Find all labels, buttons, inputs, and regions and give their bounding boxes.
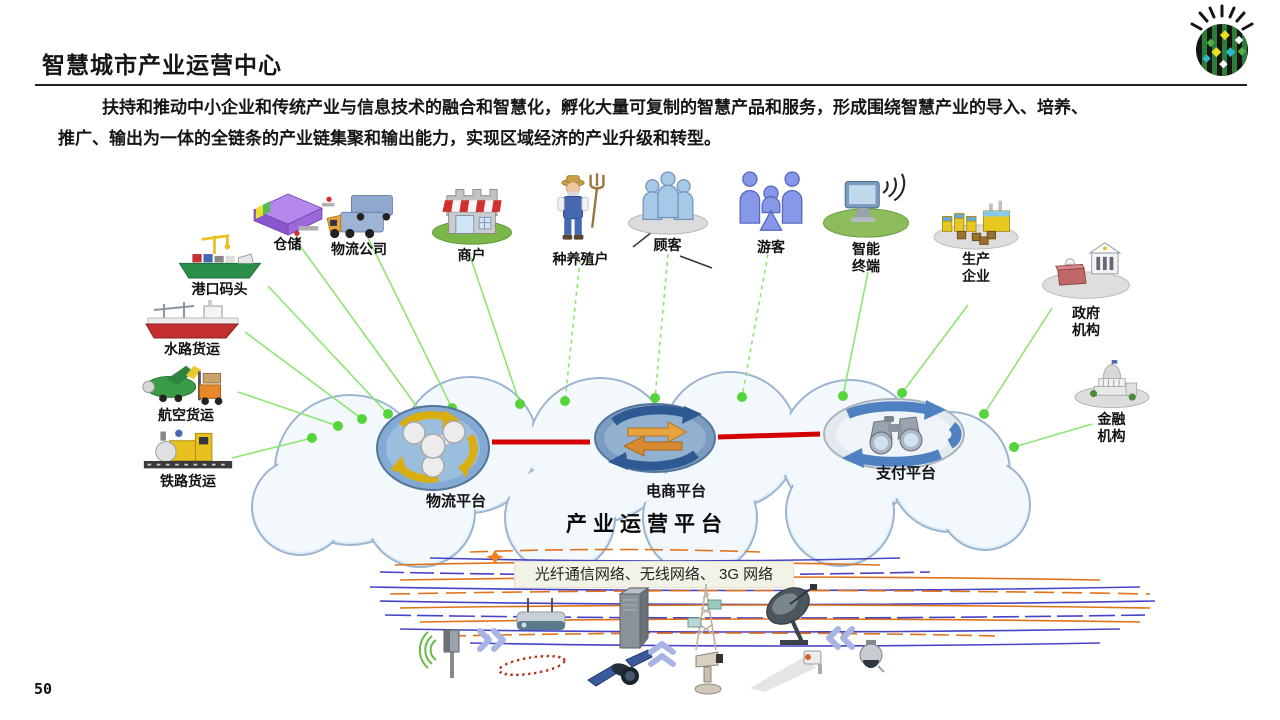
page-number: 50 — [34, 680, 53, 698]
entity-label: 游客 — [757, 239, 785, 255]
satellite-icon — [587, 649, 653, 687]
payment-platform-label: 支付平台 — [875, 465, 936, 482]
bank-icon — [1074, 360, 1149, 409]
shop-icon — [431, 189, 512, 245]
sensor-post-icon — [418, 629, 460, 678]
link-farmer — [564, 259, 581, 402]
platform-links-red — [492, 431, 821, 445]
cloud-platform-label: 产业运营平台 — [566, 513, 728, 536]
customers-icon — [627, 171, 708, 235]
entity-warehouse: 仓储 — [240, 185, 335, 253]
chevrons-left-icon — [826, 626, 855, 650]
entity-label: 物流公司 — [331, 241, 387, 257]
trucks-icon — [326, 195, 393, 239]
server-icon — [618, 587, 650, 650]
entity-financial: 金融 机构 — [1064, 356, 1159, 445]
entity-label: 港口码头 — [191, 281, 248, 297]
link-government — [983, 307, 1053, 415]
entity-customer: 顾客 — [620, 166, 715, 254]
cell-tower-icon — [687, 584, 722, 651]
link-manufacturer — [901, 304, 969, 394]
entity-label: 铁路货运 — [160, 473, 216, 489]
intro-paragraph: 扶持和推动中小企业和传统产业与信息技术的融合和智慧化，孵化大量可复制的智慧产品和… — [58, 92, 1208, 154]
entity-label: 水路货运 — [164, 341, 220, 357]
entity-smart-terminal: 智能 终端 — [816, 172, 916, 275]
freight-train-icon — [143, 429, 233, 469]
smart-terminal-icon — [823, 173, 909, 238]
link-air — [237, 391, 339, 427]
link-tourist — [741, 253, 769, 398]
entity-logistics-company: 物流公司 — [320, 192, 398, 258]
chevrons-right-icon — [477, 628, 506, 652]
link-terminal — [842, 271, 869, 397]
entity-label: 航空货运 — [158, 407, 214, 423]
entity-label: 生产 企业 — [962, 251, 990, 284]
entity-farmer: 种养殖户 — [538, 170, 623, 268]
ecommerce-platform-icon — [594, 403, 716, 473]
link-logistics — [367, 237, 453, 409]
cargo-plane-icon — [142, 365, 223, 406]
entity-rail-freight: 铁路货运 — [142, 426, 234, 490]
entity-label: 智能 终端 — [852, 241, 880, 274]
page-title: 智慧城市产业运营中心 — [42, 52, 282, 78]
customer-leader-lines — [632, 231, 713, 269]
network-label: 光纤通信网络、无线网络、 3G 网络 — [514, 561, 794, 588]
payment-platform-icon — [823, 398, 965, 470]
entity-air-freight: 航空货运 — [138, 360, 234, 424]
link-customer — [654, 253, 669, 399]
satellite-dish-icon — [766, 584, 817, 645]
title-rule — [35, 84, 1247, 86]
ecommerce-platform-label: 电商平台 — [645, 483, 706, 500]
entity-merchant: 商户 — [424, 176, 519, 264]
entity-government: 政府 机构 — [1036, 238, 1136, 339]
dome-camera-icon — [859, 640, 885, 673]
factory-icon — [933, 200, 1019, 250]
chevrons-up-icon — [648, 641, 676, 667]
link-rail — [231, 437, 313, 459]
entity-label: 种养殖户 — [552, 251, 609, 267]
entity-water-freight: 水路货运 — [142, 296, 242, 358]
entity-tourist: 游客 — [726, 166, 816, 256]
spark-icon — [486, 550, 504, 564]
government-icon — [1042, 242, 1130, 299]
entity-label: 顾客 — [653, 237, 682, 253]
surveillance-camera-icon — [694, 651, 723, 695]
link-warehouse — [297, 242, 421, 412]
camera-beam-icon — [750, 650, 822, 692]
entity-label: 商户 — [457, 247, 486, 263]
intro-line-2: 推广、输出为一体的全链条的产业链集聚和输出能力，实现区域经济的产业升级和转型。 — [58, 129, 721, 148]
entity-manufacturer: 生产 企业 — [926, 196, 1026, 285]
link-port — [267, 285, 389, 415]
port-crane-ship-icon — [178, 234, 261, 279]
entity-label: 政府 机构 — [1072, 305, 1100, 338]
intro-line-1: 扶持和推动中小企业和传统产业与信息技术的融合和智慧化，孵化大量可复制的智慧产品和… — [102, 98, 1088, 117]
tourists-icon — [739, 171, 803, 231]
entity-port-dock: 港口码头 — [172, 230, 267, 298]
dotted-loop-icon — [497, 654, 566, 677]
link-merchant — [467, 249, 521, 405]
entity-label: 仓储 — [273, 236, 302, 252]
wireless-router-icon — [516, 598, 566, 630]
entity-label: 金融 机构 — [1097, 411, 1126, 444]
logistics-platform-label: 物流平台 — [425, 493, 486, 510]
warehouse-icon — [252, 193, 334, 236]
link-water — [244, 331, 363, 420]
cargo-ship-icon — [145, 300, 240, 339]
farmer-icon — [556, 173, 605, 240]
binoculars-glyph — [869, 416, 923, 455]
link-financial — [1013, 423, 1093, 448]
logistics-platform-icon — [376, 405, 490, 491]
smarter-planet-logo-icon — [1190, 4, 1254, 76]
